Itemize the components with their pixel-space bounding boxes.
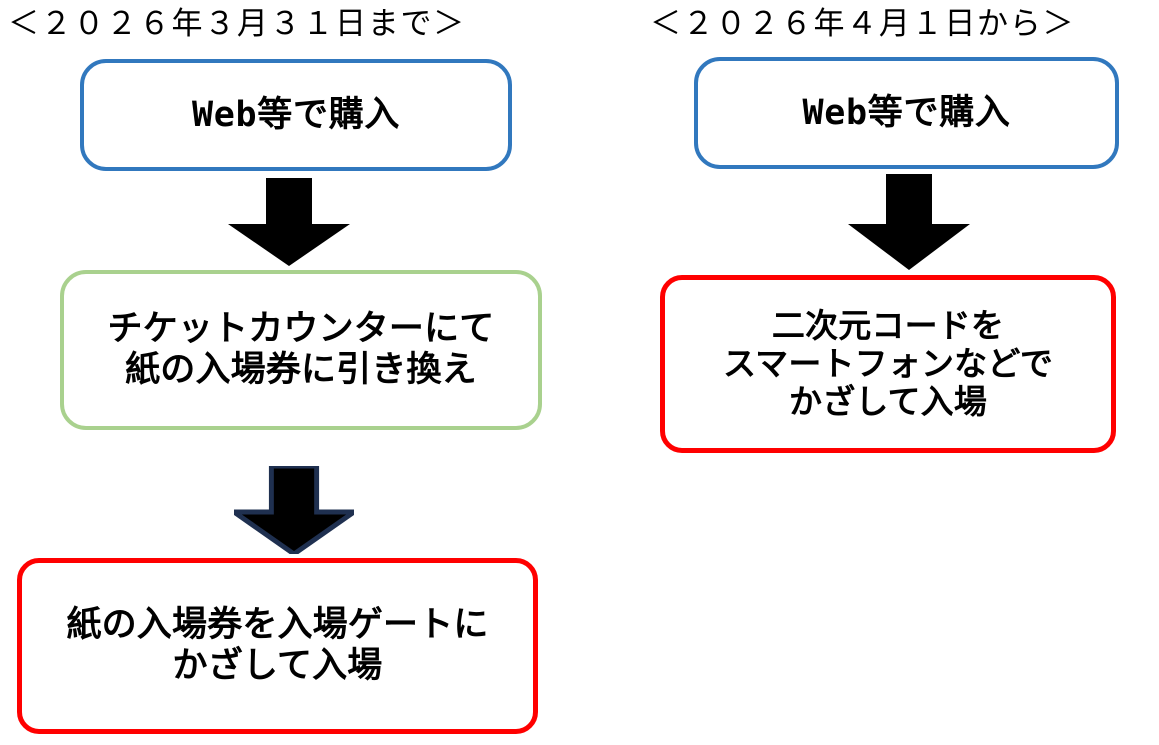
- arrow-down-shape: [226, 463, 362, 558]
- arrow-down-icon-exchange-to-entry: [226, 463, 362, 558]
- flow-box-enter-with-paper-ticket: 紙の入場券を入場ゲートに かざして入場: [17, 558, 538, 734]
- column-heading-before-2026-03-31: ＜２０２６年３月３１日まで＞: [8, 6, 466, 41]
- flow-box-purchase-web-right: Web等で購入: [694, 57, 1119, 169]
- flow-box-purchase-web-left: Web等で購入: [80, 59, 512, 171]
- arrow-down-shape: [228, 178, 350, 266]
- column-heading-from-2026-04-01: ＜２０２６年４月１日から＞: [650, 6, 1076, 41]
- flow-box-label: チケットカウンターにて 紙の入場券に引き換え: [107, 309, 495, 390]
- arrow-down-icon-purchase-to-entry: [848, 174, 970, 270]
- arrow-down-shape: [848, 174, 970, 270]
- flow-box-label: 二次元コードを スマートフォンなどで かざして入場: [723, 305, 1053, 422]
- flow-box-exchange-paper-ticket: チケットカウンターにて 紙の入場券に引き換え: [60, 270, 542, 430]
- flow-box-enter-with-qr-code: 二次元コードを スマートフォンなどで かざして入場: [660, 275, 1116, 453]
- flow-box-label: 紙の入場券を入場ゲートに かざして入場: [66, 605, 489, 686]
- arrow-down-icon-purchase-to-exchange: [228, 178, 350, 266]
- flow-box-label: Web等で購入: [802, 92, 1011, 133]
- flow-box-label: Web等で購入: [191, 94, 401, 135]
